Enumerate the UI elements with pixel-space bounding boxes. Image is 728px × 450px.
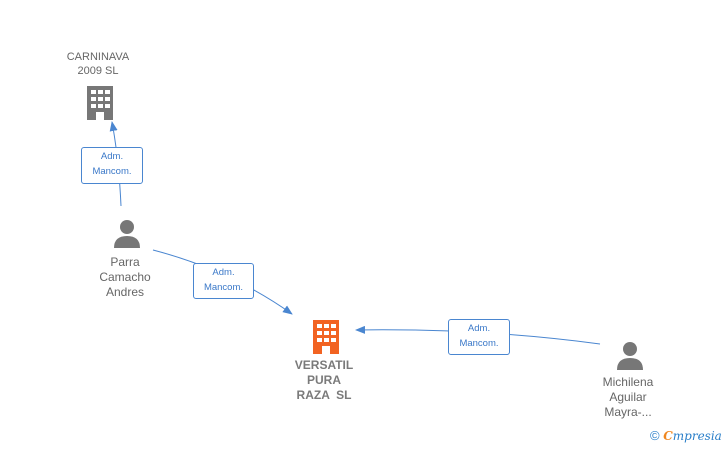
node-label-line: Parra bbox=[110, 255, 140, 269]
edge-label-line: Mancom. bbox=[92, 166, 132, 177]
node-label-line: CARNINAVA bbox=[66, 51, 130, 63]
person-icon[interactable] bbox=[615, 340, 645, 370]
building-icon[interactable] bbox=[310, 318, 342, 354]
node-label-carninava: CARNINAVA 2009 SL bbox=[48, 50, 148, 78]
node-label-line: 2009 SL bbox=[77, 65, 119, 77]
node-label-line: VERSATIL bbox=[294, 358, 354, 372]
footer-brand: © Cmpresia bbox=[650, 428, 722, 443]
copyright-icon: © bbox=[650, 428, 660, 443]
node-label-line: RAZA SL bbox=[296, 388, 352, 402]
node-label-line: Michilena bbox=[602, 375, 654, 389]
brand-logo: Cmpresia bbox=[663, 429, 722, 443]
edge-label-parra-versatil[interactable]: Adm. Mancom. bbox=[193, 263, 254, 299]
node-label-line: PURA bbox=[306, 373, 341, 387]
brand-initial: C bbox=[663, 429, 673, 443]
building-icon[interactable] bbox=[84, 84, 116, 120]
edge-label-line: Mancom. bbox=[203, 282, 244, 293]
node-label-line: Andres bbox=[105, 285, 145, 299]
node-label-michilena: Michilena Aguilar Mayra-... bbox=[578, 375, 678, 420]
edge-label-parra-carninava[interactable]: Adm. Mancom. bbox=[81, 147, 143, 184]
node-label-versatil: VERSATIL PURA RAZA SL bbox=[274, 358, 374, 403]
edge-label-line: Adm. bbox=[212, 267, 235, 278]
node-label-line: Aguilar bbox=[609, 390, 647, 404]
edge-label-line: Mancom. bbox=[459, 338, 499, 349]
node-label-parra: Parra Camacho Andres bbox=[75, 255, 175, 300]
edge-label-michilena-versatil[interactable]: Adm. Mancom. bbox=[448, 319, 510, 355]
edge-label-line: Adm. bbox=[100, 151, 124, 162]
edge-label-line: Adm. bbox=[467, 323, 491, 334]
node-label-line: Mayra-... bbox=[604, 405, 652, 419]
brand-rest: mpresia bbox=[672, 429, 722, 443]
person-icon[interactable] bbox=[112, 218, 142, 248]
node-label-line: Camacho bbox=[99, 270, 151, 284]
